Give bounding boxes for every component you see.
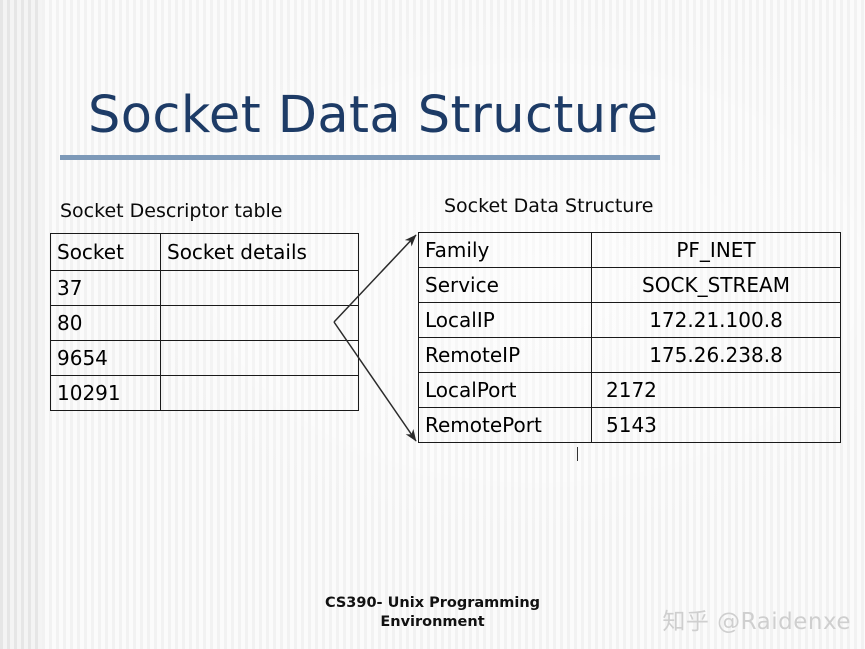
field-name-cell: LocalIP bbox=[418, 302, 592, 338]
footer-line-1: CS390- Unix Programming bbox=[324, 595, 541, 611]
table-header-row: Socket Socket details bbox=[50, 233, 359, 271]
table-row: Service SOCK_STREAM bbox=[418, 267, 841, 303]
column-header-socket: Socket bbox=[50, 233, 161, 271]
socket-details-cell bbox=[160, 305, 359, 341]
column-header-socket-details: Socket details bbox=[160, 233, 359, 271]
socket-id-cell: 9654 bbox=[50, 340, 161, 376]
socket-details-cell bbox=[160, 375, 359, 411]
field-value-cell: 2172 bbox=[591, 372, 841, 408]
table-divider-stub bbox=[577, 447, 579, 461]
socket-id-cell: 37 bbox=[50, 270, 161, 306]
table-row: LocalPort 2172 bbox=[418, 372, 841, 408]
field-name-cell: Family bbox=[418, 232, 592, 268]
table-row: 9654 bbox=[50, 340, 359, 376]
socket-id-cell: 80 bbox=[50, 305, 161, 341]
table-row: RemotePort 5143 bbox=[418, 407, 841, 443]
field-value-cell: 175.26.238.8 bbox=[591, 337, 841, 373]
title-underline-rule bbox=[60, 155, 660, 160]
socket-data-structure-table: Family PF_INET Service SOCK_STREAM Local… bbox=[418, 232, 841, 443]
slide-footer: CS390- Unix Programming Environment bbox=[0, 594, 865, 632]
watermark: 知乎 @Raidenxe bbox=[662, 609, 851, 635]
field-name-cell: RemotePort bbox=[418, 407, 592, 443]
socket-descriptor-table: Socket Socket details 37 80 9654 10291 bbox=[50, 233, 359, 411]
socket-id-cell: 10291 bbox=[50, 375, 161, 411]
field-name-cell: Service bbox=[418, 267, 592, 303]
field-value-cell: PF_INET bbox=[591, 232, 841, 268]
socket-details-cell bbox=[160, 270, 359, 306]
field-value-cell: 172.21.100.8 bbox=[591, 302, 841, 338]
table-row: 80 bbox=[50, 305, 359, 341]
table-row: LocalIP 172.21.100.8 bbox=[418, 302, 841, 338]
field-name-cell: RemoteIP bbox=[418, 337, 592, 373]
table-row: 37 bbox=[50, 270, 359, 306]
field-value-cell: SOCK_STREAM bbox=[591, 267, 841, 303]
footer-line-2: Environment bbox=[380, 614, 485, 630]
field-value-cell: 5143 bbox=[591, 407, 841, 443]
socket-details-cell bbox=[160, 340, 359, 376]
table-row: 10291 bbox=[50, 375, 359, 411]
page-title: Socket Data Structure bbox=[88, 86, 659, 145]
table-row: Family PF_INET bbox=[418, 232, 841, 268]
field-name-cell: LocalPort bbox=[418, 372, 592, 408]
sockdata-table-caption: Socket Data Structure bbox=[444, 195, 654, 217]
table-row: RemoteIP 175.26.238.8 bbox=[418, 337, 841, 373]
descriptor-table-caption: Socket Descriptor table bbox=[60, 200, 283, 222]
